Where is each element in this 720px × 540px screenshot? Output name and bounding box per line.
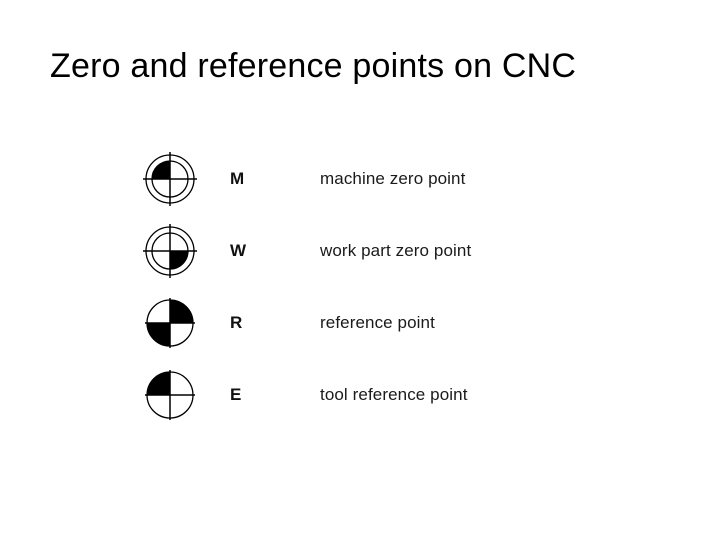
legend-table: M machine zero point W work part zero po…	[140, 143, 560, 431]
legend-code: W	[230, 241, 247, 260]
legend-row-reference-point: R reference point	[140, 287, 560, 359]
legend-description: reference point	[320, 313, 435, 332]
legend-row-tool-reference-point: E tool reference point	[140, 359, 560, 431]
work-part-zero-point-symbol	[143, 224, 197, 278]
reference-point-symbol	[145, 298, 195, 348]
legend-description: tool reference point	[320, 385, 468, 404]
legend-code: E	[230, 385, 242, 404]
tool-reference-point-symbol	[145, 370, 195, 420]
symbol-cell	[140, 292, 230, 354]
machine-zero-point-symbol	[143, 152, 197, 206]
symbol-cell	[140, 148, 230, 210]
legend-row-machine-zero-point: M machine zero point	[140, 143, 560, 215]
symbol-cell	[140, 220, 230, 282]
legend-code: R	[230, 313, 243, 332]
legend-row-work-part-zero-point: W work part zero point	[140, 215, 560, 287]
legend-description: machine zero point	[320, 169, 466, 188]
legend-code: M	[230, 169, 245, 188]
legend-description: work part zero point	[320, 241, 472, 260]
symbol-cell	[140, 364, 230, 426]
page-title: Zero and reference points on CNC	[50, 47, 577, 85]
